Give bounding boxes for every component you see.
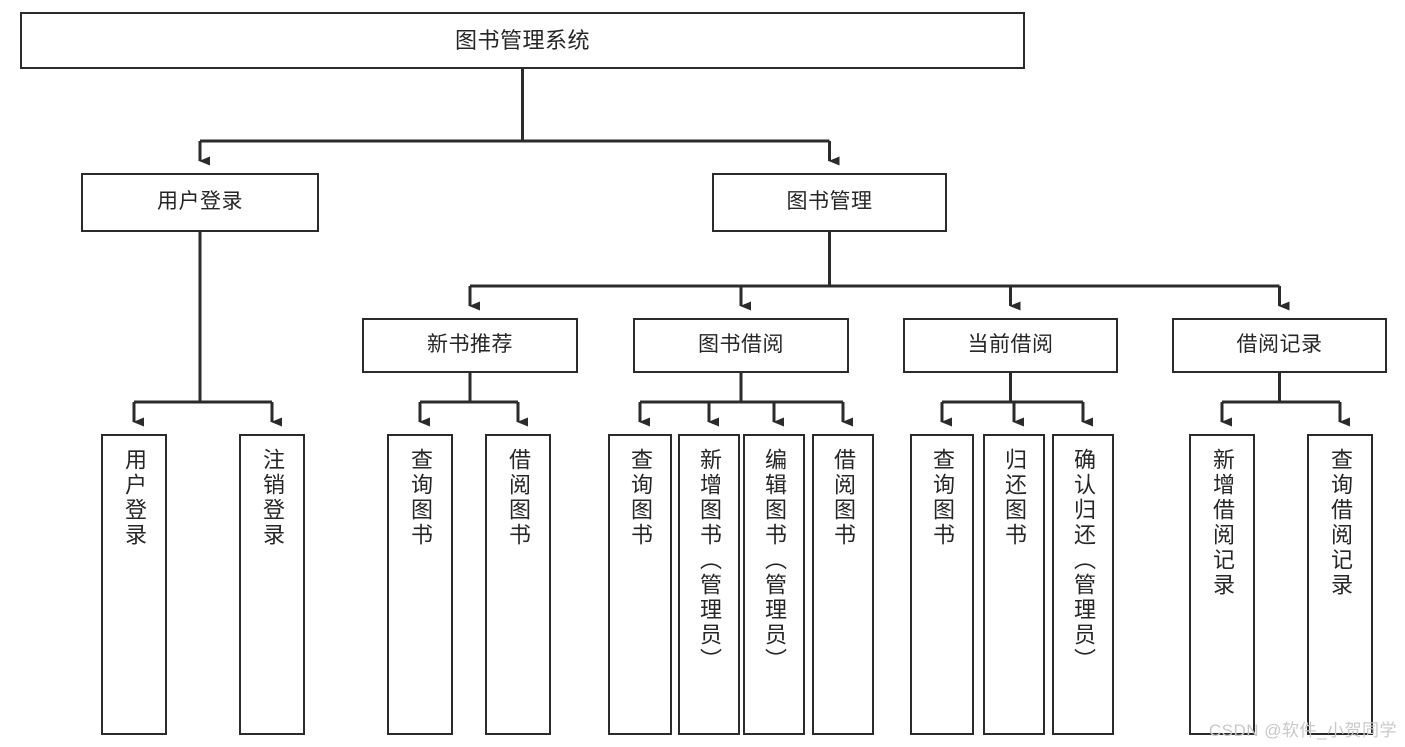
node-label: 新书推荐 <box>427 333 513 357</box>
node-user-login[interactable]: 用户登录 <box>81 173 319 232</box>
node-label: 图书借阅 <box>698 333 784 357</box>
node-label: 查询图书 <box>408 448 433 548</box>
node-label: 确认归还（管理员） <box>1071 448 1096 673</box>
node-label: 当前借阅 <box>967 333 1054 357</box>
node-label: 图书管理 <box>786 190 873 214</box>
node-leaf-9[interactable]: 查询图书 <box>910 434 974 735</box>
node-label: 借阅图书 <box>831 448 856 548</box>
node-leaf-3[interactable]: 查询图书 <box>387 434 453 735</box>
node-label: 归还图书 <box>1002 448 1027 548</box>
node-borrow-record[interactable]: 借阅记录 <box>1172 318 1387 373</box>
node-leaf-4[interactable]: 借阅图书 <box>485 434 551 735</box>
node-leaf-10[interactable]: 归还图书 <box>983 434 1045 735</box>
node-book-borrow[interactable]: 图书借阅 <box>633 318 849 373</box>
node-leaf-5[interactable]: 查询图书 <box>608 434 672 735</box>
node-leaf-7[interactable]: 编辑图书（管理员） <box>743 434 805 735</box>
node-book-manage[interactable]: 图书管理 <box>712 173 947 232</box>
node-new-book-rec[interactable]: 新书推荐 <box>362 318 578 373</box>
node-leaf-2[interactable]: 注销登录 <box>239 434 305 735</box>
node-label: 用户登录 <box>157 190 243 214</box>
node-label: 借阅图书 <box>506 448 531 548</box>
node-current-borrow[interactable]: 当前借阅 <box>903 318 1118 373</box>
node-leaf-11[interactable]: 确认归还（管理员） <box>1052 434 1114 735</box>
node-leaf-8[interactable]: 借阅图书 <box>812 434 874 735</box>
node-label: 注销登录 <box>260 448 285 548</box>
node-root[interactable]: 图书管理系统 <box>20 12 1025 69</box>
csdn-watermark: CSDN @软件_小贺同学 <box>1208 721 1397 740</box>
node-leaf-1[interactable]: 用户登录 <box>101 434 167 735</box>
node-label: 编辑图书（管理员） <box>762 448 787 673</box>
node-label: 图书管理系统 <box>454 27 590 53</box>
node-leaf-6[interactable]: 新增图书（管理员） <box>678 434 740 735</box>
node-label: 新增借阅记录 <box>1210 448 1235 598</box>
node-label: 新增图书（管理员） <box>697 448 722 673</box>
node-leaf-12[interactable]: 新增借阅记录 <box>1189 434 1255 735</box>
node-label: 查询借阅记录 <box>1328 448 1353 598</box>
node-label: 用户登录 <box>122 448 147 548</box>
node-leaf-13[interactable]: 查询借阅记录 <box>1307 434 1373 735</box>
node-label: 查询图书 <box>930 448 955 548</box>
node-label: 查询图书 <box>628 448 653 548</box>
node-label: 借阅记录 <box>1236 333 1323 357</box>
